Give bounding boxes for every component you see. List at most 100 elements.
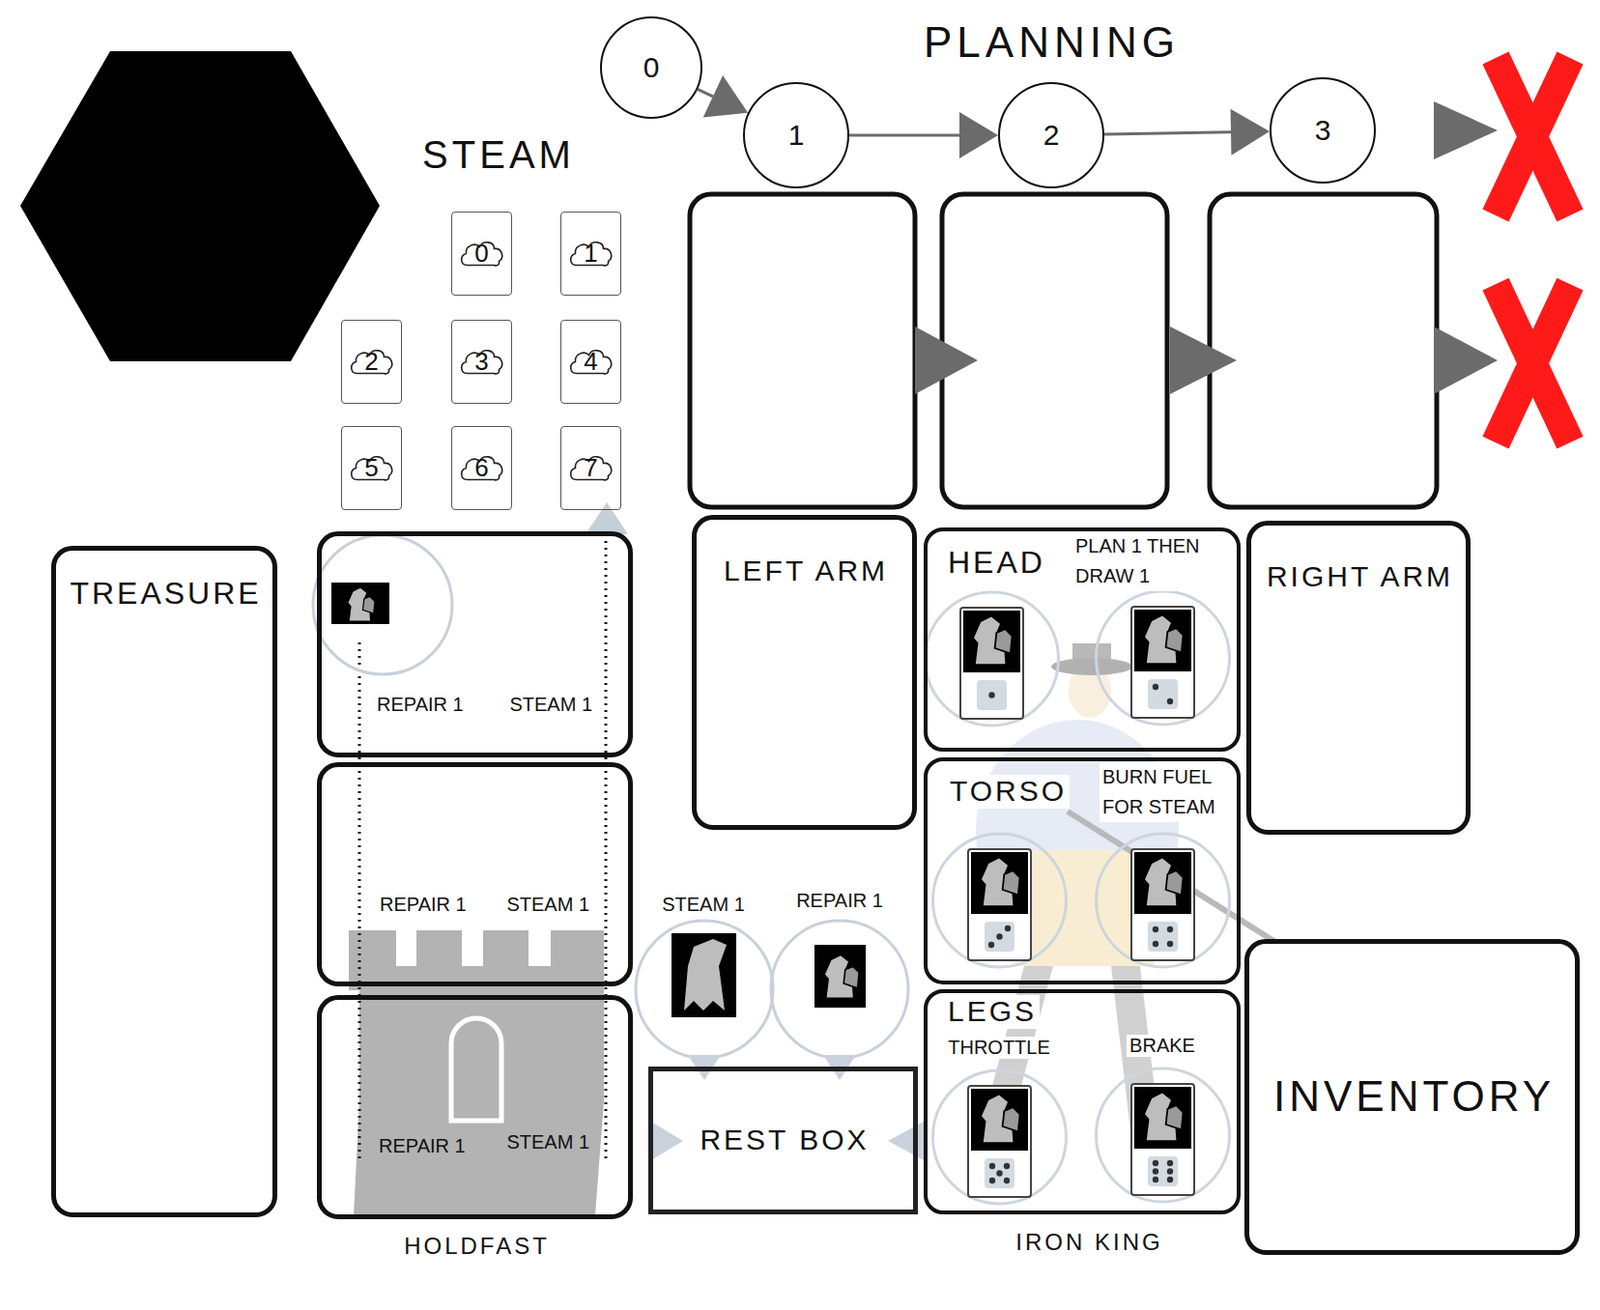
zone-label: REPAIR 1 [378,1135,466,1158]
flow-line [697,88,714,96]
zone-label: 2 [1043,118,1060,153]
board-zone: REPAIR 1 STEAM 1 [316,762,633,987]
zone-label: REPAIR 1 [379,893,467,916]
zone-label: TREASURE [66,575,261,612]
zone-label: LEGS [944,995,1040,1029]
die-pip [1003,1163,1010,1170]
slot-circle [925,592,1059,726]
zone-rule: STEAM 1 [509,693,593,716]
zone-label: LEFT ARM [720,554,888,589]
board-zone: INVENTORY [1244,939,1580,1256]
card-face [968,1085,1031,1198]
die-pip [996,933,1002,940]
zone-rule: BURN FUEL FOR STEAM [1099,762,1224,823]
zone-label: 6 [474,454,488,484]
steam-card: 0 [451,211,513,296]
die-pip [1167,926,1173,933]
area-heading: IRON KING [1012,1228,1163,1257]
steam-card: 2 [341,319,402,404]
die-pip [989,1163,996,1170]
repair-icon [331,582,390,625]
die-pip [1167,941,1173,947]
die-pip [1152,941,1159,947]
steam-clouds [351,242,612,481]
zone-label: REST BOX [696,1123,869,1158]
die-pip [1152,1176,1159,1183]
zone-label: 0 [474,239,488,269]
repair-icon [814,944,866,1008]
zone-label: HEAD [944,544,1049,581]
flow-arrow [697,75,748,117]
zone-rule: PLAN 1 THEN DRAW 1 [1072,531,1219,592]
zone-label: 0 [643,51,660,86]
die-pip [988,942,995,948]
zone-label: INVENTORY [1269,1072,1555,1122]
steam-card: 3 [451,319,513,404]
area-heading: REPAIR 1 [796,889,884,913]
flow-line [1104,132,1231,135]
board-zone: REPAIR 1 STEAM 1 [316,995,633,1220]
slot-circle [1096,833,1230,968]
die-pip [1167,698,1173,705]
zone-label: 3 [1314,114,1332,148]
zone-rule: THROTTLE [944,1036,1054,1059]
zone-label: TORSO [946,774,1070,809]
die-pip [996,1170,1002,1176]
zone-label: 1 [788,118,805,153]
card-face [1131,1084,1195,1196]
arrow-head [959,112,999,159]
steam-card: 4 [560,319,622,404]
hex-tile [20,51,380,362]
board-zone: HEAD PLAN 1 THEN DRAW 1 [923,527,1241,752]
slot-circle [1096,591,1230,725]
die-card [968,1085,1031,1198]
zone-rule: BRAKE [1126,1034,1199,1058]
zone-rule: STEAM 1 [506,1131,590,1154]
die-pip [1152,1168,1159,1174]
board-zone: TREASURE [51,545,278,1218]
zone-label: 1 [583,239,598,269]
flow-arrow [1104,109,1270,156]
steam-card: 1 [560,211,622,296]
track-dots [359,541,606,1159]
flow-arrow [849,112,999,159]
step-circle: 1 [742,82,850,189]
castle [348,930,604,1216]
slot-circle [1096,1068,1230,1202]
die-pip [1167,1168,1173,1174]
die-pip [1152,926,1159,933]
die-pip [1004,925,1011,932]
step-circle: 2 [998,82,1105,189]
die-card [1131,1084,1195,1196]
zone-label: RIGHT ARM [1263,560,1454,595]
area-heading: PLANNING [918,18,1180,68]
board-zone: LEFT ARM [691,514,917,830]
die-card [1131,606,1195,718]
steam-card: 5 [341,426,402,511]
card-face [960,607,1024,719]
die-pip [1152,684,1159,690]
flow-line [849,134,960,138]
zone-label: 2 [364,347,378,377]
area-heading: STEAM [418,132,575,177]
card-face [968,849,1031,961]
die-pip [988,691,995,698]
area-heading: HOLDFAST [400,1232,550,1260]
steam-card: 6 [451,426,513,511]
slot-circle [313,535,453,675]
board-zone: RIGHT ARM [1246,520,1471,835]
board-zone: REPAIR 1 STEAM 1 [316,531,633,758]
steam-icon [671,933,737,1018]
zone-label: REPAIR 1 [376,693,464,716]
area-heading: STEAM 1 [661,893,745,916]
step-circle: 0 [600,16,703,119]
die-pip [1003,1177,1010,1184]
board-zone: LEGS THROTTLE BRAKE [923,989,1241,1215]
slot-circle [771,920,909,1058]
zone-rule: STEAM 1 [506,893,590,916]
die-card [968,849,1031,961]
die-pip [1167,1160,1173,1167]
die-pip [1152,1160,1159,1167]
body-slots [925,591,1230,1204]
